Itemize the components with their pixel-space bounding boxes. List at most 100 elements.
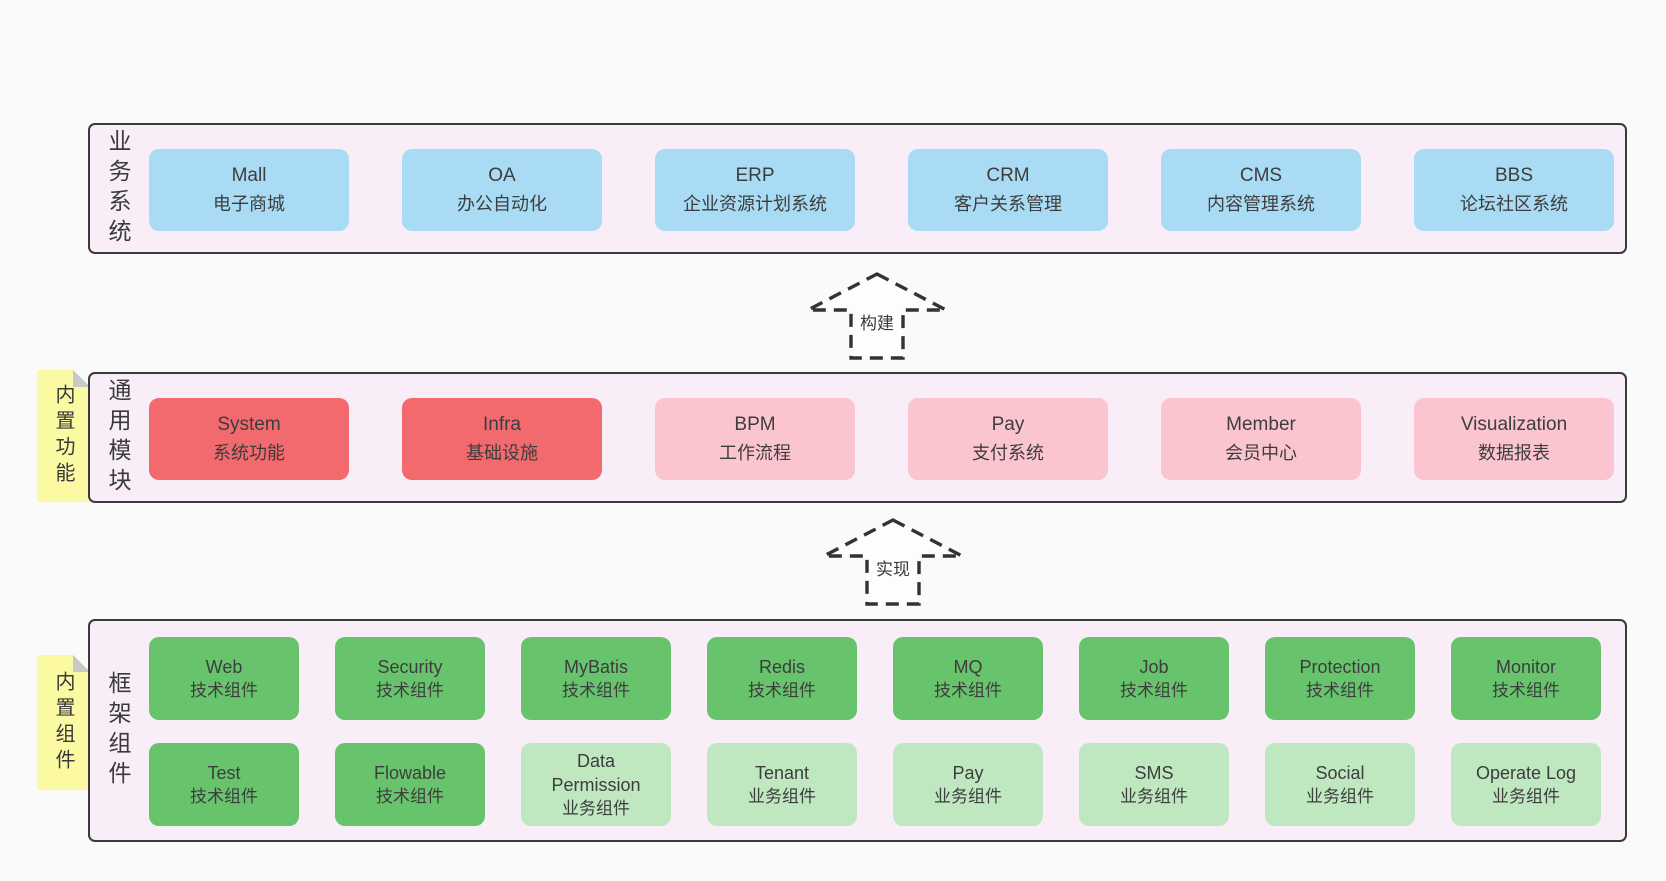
box-title: BPM: [734, 414, 776, 435]
components-row-2: Test 技术组件 Flowable 技术组件 Data Permission …: [149, 743, 1601, 826]
box-sms: SMS 业务组件: [1079, 743, 1229, 826]
sticky-label: 内置组件: [52, 670, 74, 775]
box-subtitle: 内容管理系统: [1207, 194, 1315, 214]
box-member: Member 会员中心: [1161, 398, 1361, 480]
box-title: Redis: [758, 656, 806, 677]
box-title: Infra: [482, 414, 522, 435]
box-test: Test 技术组件: [149, 743, 299, 826]
box-tenant: Tenant 业务组件: [707, 743, 857, 826]
box-subtitle: 技术组件: [1492, 680, 1560, 700]
arrow-implement: 实现: [821, 517, 965, 607]
box-mq: MQ 技术组件: [893, 637, 1043, 720]
box-mall: Mall 电子商城: [149, 149, 349, 231]
box-operate-log: Operate Log 业务组件: [1451, 743, 1601, 826]
box-title: SMS: [1134, 762, 1174, 783]
box-subtitle: 客户关系管理: [954, 194, 1062, 214]
box-title: Tenant: [754, 762, 810, 783]
arrow-build: 构建: [805, 271, 949, 361]
box-title: Security: [377, 656, 443, 677]
box-title: MQ: [953, 656, 983, 677]
box-subtitle: 技术组件: [934, 680, 1002, 700]
box-title: Social: [1315, 762, 1365, 783]
box-title: Operate Log: [1475, 762, 1577, 783]
box-subtitle: 业务组件: [934, 786, 1002, 806]
box-pay-system: Pay 支付系统: [908, 398, 1108, 480]
box-subtitle: 技术组件: [376, 680, 444, 700]
box-title: Mall: [231, 165, 267, 186]
box-title: Pay: [991, 414, 1025, 435]
box-subtitle: 业务组件: [748, 786, 816, 806]
box-title: Flowable: [373, 762, 447, 783]
box-data-permission: Data Permission 业务组件: [521, 743, 671, 826]
box-subtitle: 工作流程: [719, 443, 791, 463]
box-title: Member: [1226, 414, 1296, 435]
business-box-row: Mall 电子商城 OA 办公自动化 ERP 企业资源计划系统 CRM 客户关系…: [149, 149, 1614, 231]
box-job: Job 技术组件: [1079, 637, 1229, 720]
box-subtitle: 业务组件: [562, 798, 630, 818]
box-title: Web: [205, 656, 243, 677]
box-subtitle: 业务组件: [1306, 786, 1374, 806]
box-title: Visualization: [1460, 414, 1568, 435]
band-label-common-modules: 通用模块: [105, 377, 131, 498]
box-title: OA: [488, 165, 516, 186]
box-subtitle: 技术组件: [190, 786, 258, 806]
box-crm: CRM 客户关系管理: [908, 149, 1108, 231]
box-web: Web 技术组件: [149, 637, 299, 720]
band-framework-components: 框架组件 Web 技术组件 Security 技术组件 MyBatis 技术组件…: [88, 619, 1627, 842]
box-subtitle: 技术组件: [376, 786, 444, 806]
box-subtitle: 技术组件: [562, 680, 630, 700]
box-title: CRM: [986, 165, 1030, 186]
box-erp: ERP 企业资源计划系统: [655, 149, 855, 231]
modules-box-row: System 系统功能 Infra 基础设施 BPM 工作流程 Pay 支付系统…: [149, 398, 1614, 480]
box-infra: Infra 基础设施: [402, 398, 602, 480]
box-oa: OA 办公自动化: [402, 149, 602, 231]
box-subtitle: 电子商城: [213, 194, 285, 214]
box-subtitle: 企业资源计划系统: [683, 194, 827, 214]
arrow-build-label: 构建: [857, 308, 897, 335]
box-bpm: BPM 工作流程: [655, 398, 855, 480]
arrow-implement-label: 实现: [873, 554, 913, 581]
box-title: Protection: [1299, 656, 1381, 677]
box-subtitle: 基础设施: [466, 443, 538, 463]
box-flowable: Flowable 技术组件: [335, 743, 485, 826]
box-title: Monitor: [1495, 656, 1557, 677]
band-label-business-systems: 业务系统: [105, 128, 131, 249]
box-title: Data Permission: [551, 750, 641, 795]
box-monitor: Monitor 技术组件: [1451, 637, 1601, 720]
box-subtitle: 业务组件: [1492, 786, 1560, 806]
box-mybatis: MyBatis 技术组件: [521, 637, 671, 720]
box-subtitle: 技术组件: [1120, 680, 1188, 700]
box-title: Job: [1139, 656, 1169, 677]
box-title: BBS: [1494, 165, 1534, 186]
box-title: ERP: [735, 165, 775, 186]
box-subtitle: 数据报表: [1478, 443, 1550, 463]
box-title: Test: [207, 762, 241, 783]
box-subtitle: 系统功能: [213, 443, 285, 463]
box-protection: Protection 技术组件: [1265, 637, 1415, 720]
box-pay-component: Pay 业务组件: [893, 743, 1043, 826]
box-security: Security 技术组件: [335, 637, 485, 720]
box-subtitle: 支付系统: [972, 443, 1044, 463]
band-business-systems: 业务系统 Mall 电子商城 OA 办公自动化 ERP 企业资源计划系统 CRM…: [88, 123, 1627, 254]
box-title: System: [217, 414, 281, 435]
box-bbs: BBS 论坛社区系统: [1414, 149, 1614, 231]
box-subtitle: 会员中心: [1225, 443, 1297, 463]
box-subtitle: 技术组件: [748, 680, 816, 700]
box-subtitle: 办公自动化: [457, 194, 547, 214]
box-subtitle: 技术组件: [1306, 680, 1374, 700]
sticky-builtin-components: 内置组件: [37, 655, 90, 790]
sticky-builtin-features: 内置功能: [37, 370, 90, 502]
box-subtitle: 技术组件: [190, 680, 258, 700]
box-social: Social 业务组件: [1265, 743, 1415, 826]
box-subtitle: 业务组件: [1120, 786, 1188, 806]
box-title: CMS: [1239, 165, 1283, 186]
components-row-1: Web 技术组件 Security 技术组件 MyBatis 技术组件 Redi…: [149, 637, 1601, 720]
sticky-label: 内置功能: [52, 384, 74, 488]
box-subtitle: 论坛社区系统: [1460, 194, 1568, 214]
band-label-framework-components: 框架组件: [105, 670, 131, 791]
box-visualization: Visualization 数据报表: [1414, 398, 1614, 480]
box-title: MyBatis: [563, 656, 628, 677]
box-system: System 系统功能: [149, 398, 349, 480]
box-cms: CMS 内容管理系统: [1161, 149, 1361, 231]
